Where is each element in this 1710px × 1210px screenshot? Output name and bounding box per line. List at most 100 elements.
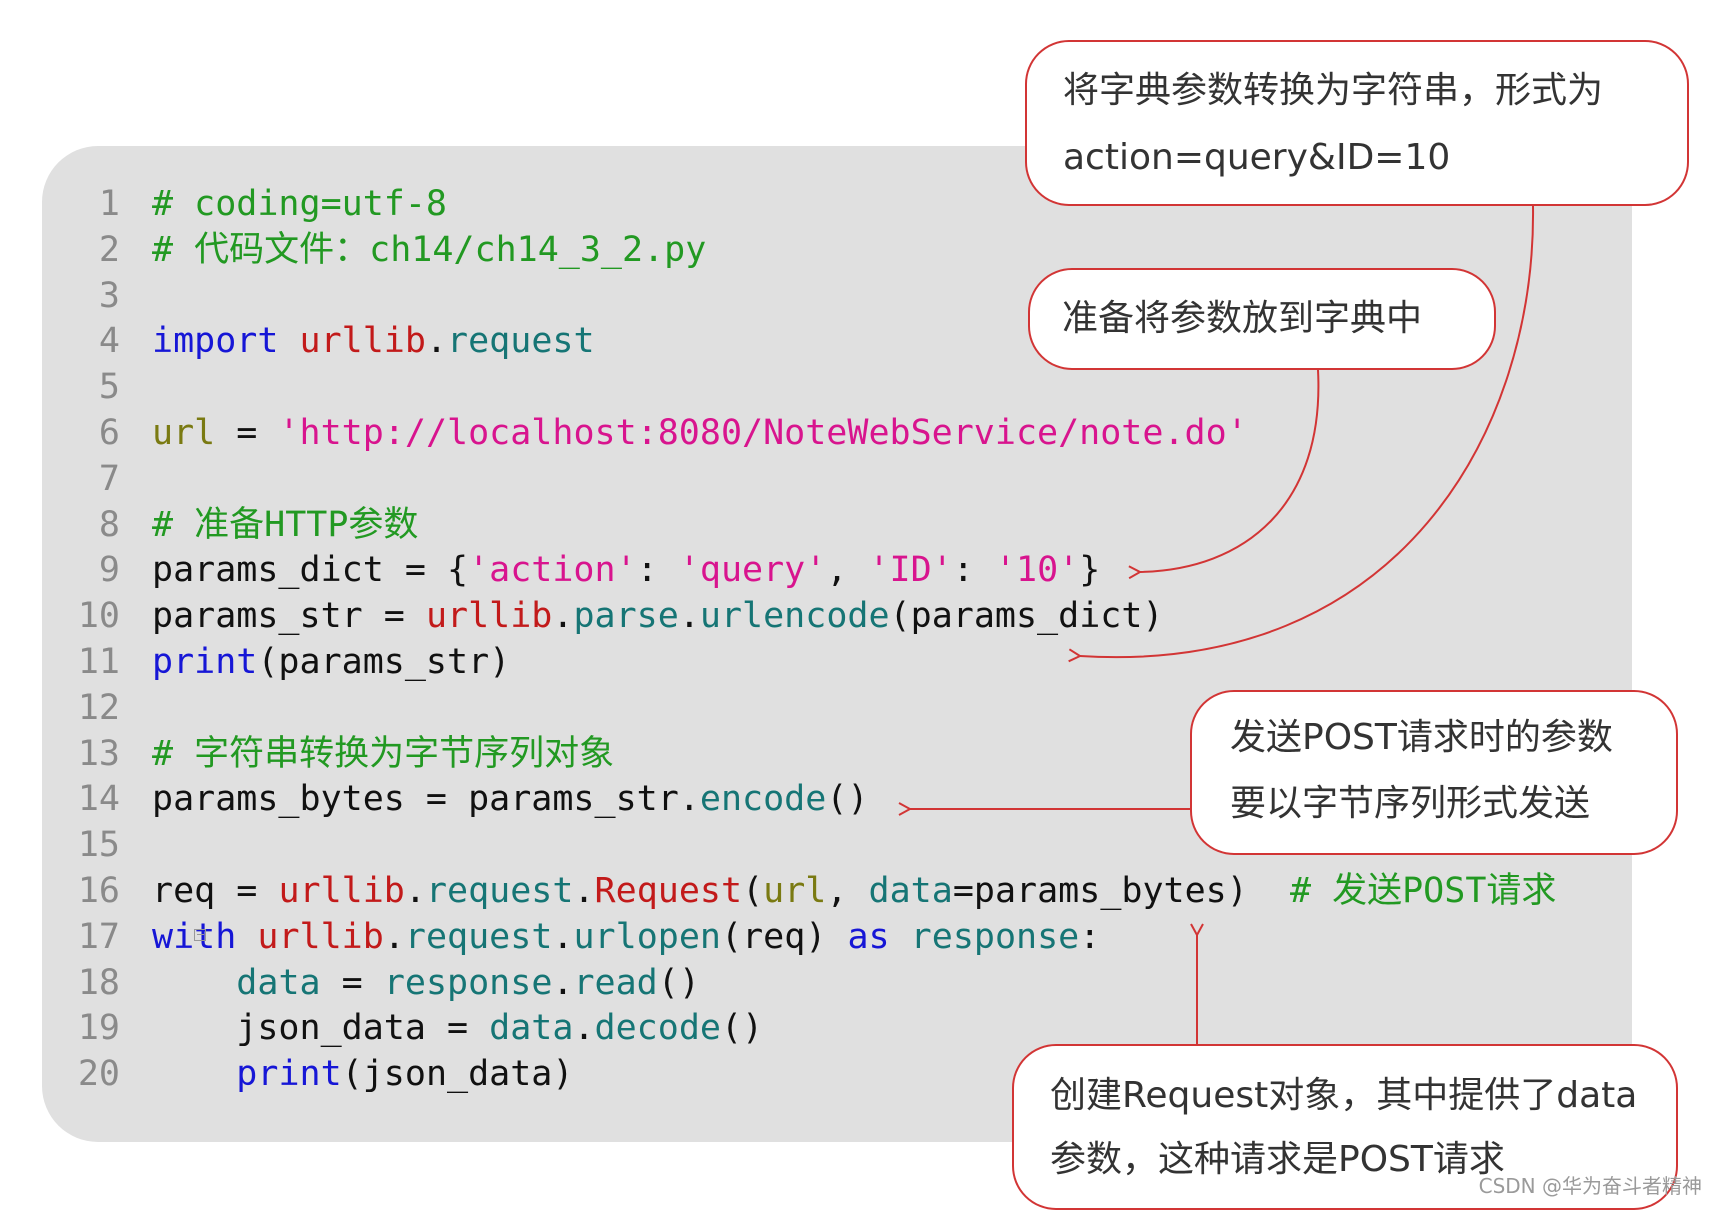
code-token: read [573,962,658,1003]
callout-request-object: 创建Request对象，其中提供了data 参数，这种请求是POST请求 [1012,1044,1678,1210]
code-token: : [1079,916,1101,957]
line-number: 16 [77,871,120,911]
line-number: 3 [98,275,120,316]
code-token: : [636,550,679,591]
code-token: = [215,413,279,453]
code-token: (json_data) [341,1054,574,1095]
code-line: 5 [70,364,152,410]
line-number: 18 [77,962,120,1003]
line-number: 1 [98,184,120,224]
code-token: data [868,871,953,911]
callout-bytes-required: 发送POST请求时的参数 要以字节序列形式发送 [1190,690,1678,855]
line-number: 2 [98,229,120,270]
code-token: Request [594,871,743,911]
code-token: '10' [994,550,1080,591]
code-token: # 字符串转换为字节序列对象 [152,733,615,774]
code-line: 11 print(params_str) [70,639,510,685]
code-token: params_bytes = params_str. [152,779,700,820]
code-line: 12 [70,685,152,731]
code-line: 3 [70,273,152,319]
code-token: # coding=utf-8 [152,184,448,224]
code-token: () [657,962,700,1003]
code-token: , [826,871,869,911]
code-token: (params_dict) [889,596,1164,637]
line-number: 10 [77,596,120,637]
code-token: . [552,596,574,637]
code-token: . [404,871,426,911]
code-token: urlopen [573,916,721,957]
line-number: 12 [77,687,120,728]
fold-toggle-icon[interactable] [194,928,206,941]
code-token: . [552,916,574,957]
arrow-urlencode [1080,205,1535,657]
code-token: 'http://localhost:8080/NoteWebService/no… [278,413,1248,453]
code-token: . [383,916,405,957]
line-number: 8 [98,504,120,545]
line-number: 4 [98,321,120,362]
line-number: 19 [77,1008,120,1049]
code-token: as [847,916,890,957]
callout-text: 准备将参数放到字典中 [1062,298,1423,339]
callout-text: 参数，这种请求是POST请求 [1050,1139,1505,1180]
code-token: =params_bytes) [952,871,1290,911]
code-token: 'query' [678,550,827,591]
code-token: : [952,550,995,591]
line-number: 6 [98,413,120,453]
code-line: 7 [70,456,152,502]
code-line: 4 import urllib.request [70,318,595,364]
line-number: 14 [77,779,120,820]
code-token: params_dict = { [152,550,469,591]
code-token: . [552,962,574,1003]
code-token: urllib [425,596,553,637]
code-token: 'ID' [868,550,953,591]
code-token: # 准备HTTP参数 [152,504,419,545]
callout-text: action=query&ID=10 [1063,137,1451,178]
code-token: print [152,642,258,682]
code-token: urllib [278,871,405,911]
code-token: decode [594,1008,721,1049]
code-token: urllib [299,321,426,362]
code-line: 19 json_data = data.decode() [70,1005,763,1051]
code-token: urllib [257,916,384,957]
code-token: () [826,779,869,820]
code-token: () [720,1008,764,1049]
code-token: print [236,1054,342,1095]
code-line: 18 data = response.read() [70,960,700,1006]
line-number: 15 [77,825,120,866]
line-number: 7 [98,458,120,499]
code-line: 8 # 准备HTTP参数 [70,502,419,548]
code-token: (req) [721,916,848,957]
line-number: 20 [77,1054,120,1095]
code-token: json_data = [152,1008,490,1049]
code-token: url [152,413,216,453]
code-token: request [447,321,595,362]
callout-text: 将字典参数转换为字符串，形式为 [1063,70,1604,111]
line-number: 17 [77,916,120,957]
callout-urlencode-format: 将字典参数转换为字符串，形式为 action=query&ID=10 [1025,40,1689,206]
code-token: # 代码文件：ch14/ch14_3_2.py [152,229,707,270]
code-token: data [489,1008,574,1049]
code-line: 20 print(json_data) [70,1051,574,1097]
code-token: req = [152,871,279,911]
code-token: } [1079,550,1101,591]
line-number: 5 [98,367,120,408]
line-number: 11 [77,642,120,682]
callout-text: 发送POST请求时的参数 [1230,717,1613,758]
code-line: 13# 字符串转换为字节序列对象 [70,731,614,777]
code-token: 'action' [468,550,637,591]
code-token: . [573,871,595,911]
code-line: 2 # 代码文件：ch14/ch14_3_2.py [70,227,706,273]
callout-prepare-dict: 准备将参数放到字典中 [1028,268,1496,370]
code-token: response [383,962,553,1003]
code-token: . [425,321,448,362]
callout-text: 创建Request对象，其中提供了data [1050,1075,1638,1116]
code-token: import [152,321,279,362]
code-token: url [763,871,827,911]
code-line: 6 url = 'http://localhost:8080/NoteWebSer… [70,410,1248,456]
code-token: (params_str) [257,642,511,682]
line-number: 9 [98,550,120,591]
